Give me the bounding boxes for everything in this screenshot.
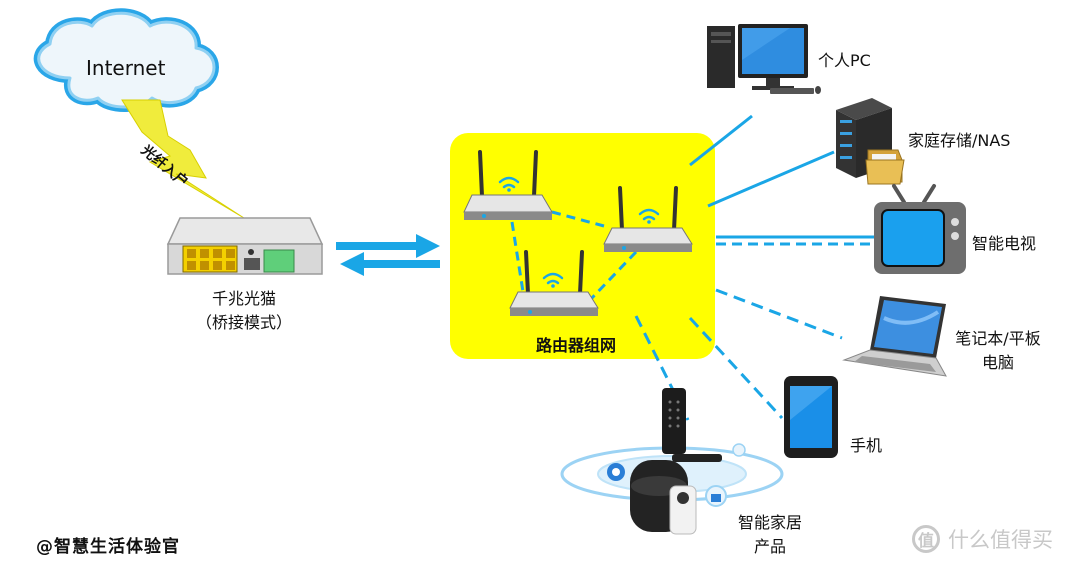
laptop-label-line1: 笔记本/平板 (955, 329, 1041, 348)
smart-home-label-line1: 智能家居 (737, 513, 803, 532)
tv-icon (874, 184, 966, 274)
site-watermark-text: 什么值得买 (948, 528, 1053, 552)
phone-icon (784, 376, 838, 458)
link-laptop (715, 288, 843, 340)
pc-label: 个人PC (818, 51, 871, 70)
link-phone (688, 316, 784, 420)
internet-label: Internet (86, 56, 166, 80)
modem-label-line1: 千兆光猫 (211, 289, 277, 308)
router-icon-2 (603, 186, 693, 252)
router-group-label: 路由器组网 (535, 336, 617, 355)
router-icon-3 (509, 250, 599, 316)
nas-label: 家庭存储/NAS (908, 131, 1011, 150)
smart-home-icon (560, 388, 784, 535)
phone-label: 手机 (850, 436, 883, 455)
author-watermark: @智慧生活体验官 (36, 537, 180, 557)
tv-label: 智能电视 (972, 234, 1037, 253)
device-links (634, 114, 874, 421)
link-pc (689, 114, 753, 167)
smart-home-label-line2: 产品 (753, 537, 787, 556)
site-watermark: 值 什么值得买 (912, 524, 1053, 554)
router-mesh-links (510, 210, 638, 302)
bidirectional-arrows (336, 234, 440, 276)
router-icon-1 (463, 150, 553, 220)
pc-icon (707, 24, 821, 94)
nas-icon (836, 98, 905, 185)
internet-cloud-icon (33, 8, 219, 112)
link-nas (707, 150, 835, 208)
laptop-label-line2: 电脑 (981, 353, 1015, 372)
fiber-bolt-icon (121, 99, 245, 219)
site-logo-icon: 值 (912, 525, 940, 553)
modem-label-line2: （桥接模式） (195, 313, 293, 332)
modem-icon (166, 217, 324, 275)
laptop-icon (842, 296, 947, 377)
